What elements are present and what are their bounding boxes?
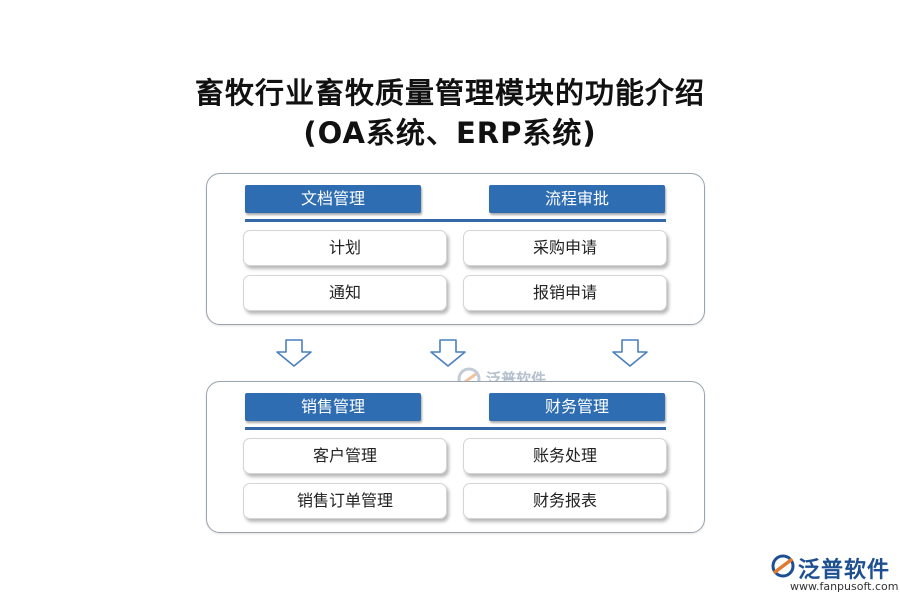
header-process-approval: 流程审批 <box>489 185 665 213</box>
header-sales-management: 销售管理 <box>245 393 421 421</box>
fanpu-logo-icon <box>771 554 795 578</box>
item-customer-management: 客户管理 <box>243 438 447 474</box>
top-module-panel: 文档管理 流程审批 计划 通知 采购申请 报销申请 <box>206 173 705 325</box>
down-arrow-icon <box>430 339 466 367</box>
item-plan: 计划 <box>243 230 447 266</box>
down-arrow-icon <box>612 339 648 367</box>
brand-url: www.fanpusoft.com <box>790 580 899 593</box>
item-notice: 通知 <box>243 275 447 311</box>
header-finance-management: 财务管理 <box>489 393 665 421</box>
item-financial-statements: 财务报表 <box>463 483 667 519</box>
page-title: 畜牧行业畜牧质量管理模块的功能介绍 <box>194 76 705 110</box>
bottom-divider <box>245 427 666 430</box>
bottom-module-panel: 销售管理 财务管理 客户管理 销售订单管理 账务处理 财务报表 <box>206 381 705 533</box>
page-subtitle: (OA系统、ERP系统) <box>303 116 597 150</box>
down-arrow-icon <box>276 339 312 367</box>
item-reimbursement-request: 报销申请 <box>463 275 667 311</box>
item-purchase-request: 采购申请 <box>463 230 667 266</box>
item-sales-order-management: 销售订单管理 <box>243 483 447 519</box>
brand-name: 泛普软件 <box>798 558 891 583</box>
header-document-management: 文档管理 <box>245 185 421 213</box>
top-divider <box>245 219 666 222</box>
item-accounting: 账务处理 <box>463 438 667 474</box>
